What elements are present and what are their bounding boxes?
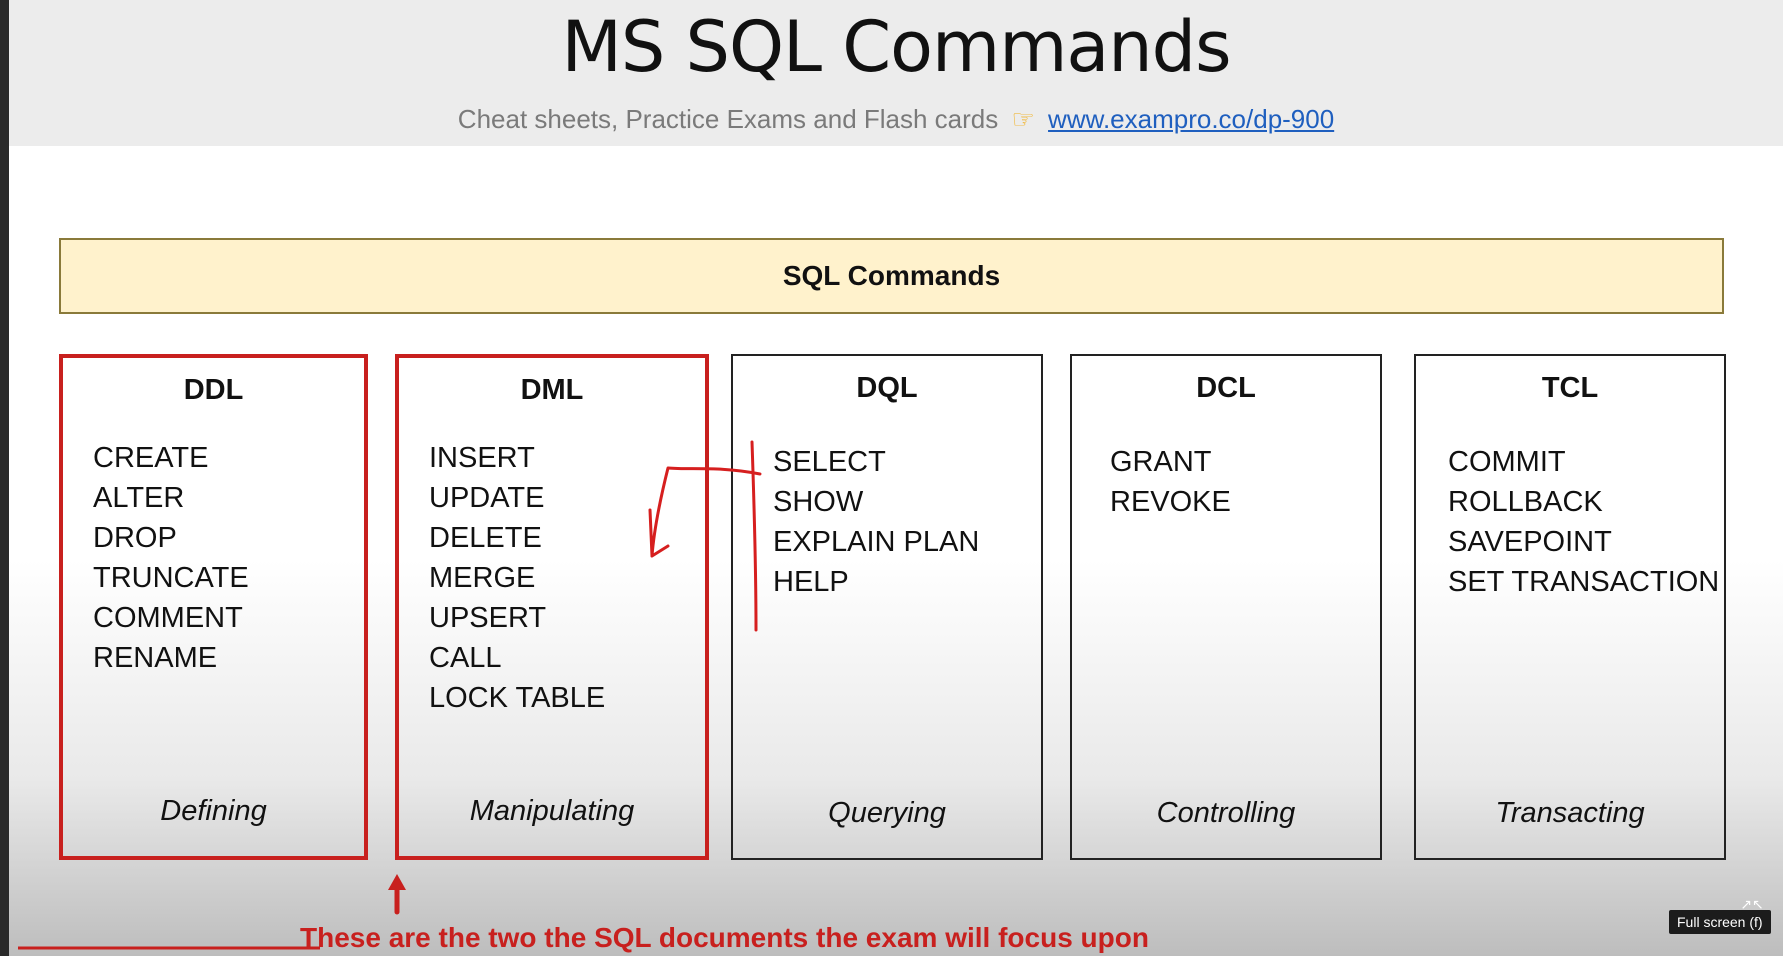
card-heading: DQL	[856, 372, 918, 404]
fullscreen-icon[interactable]: ↗↖	[1740, 897, 1764, 913]
card-footer: Manipulating	[469, 795, 635, 827]
subtitle-text: Cheat sheets, Practice Exams and Flash c…	[457, 104, 999, 134]
slide-title: MS SQL Commands	[561, 6, 1231, 88]
command-item: CALL	[429, 642, 502, 674]
command-item: COMMIT	[1448, 446, 1566, 478]
card-dcl: DCL GRANT REVOKE Controlling	[1070, 354, 1382, 860]
card-dql: DQL SELECT SHOW EXPLAIN PLAN HELP Queryi…	[731, 354, 1043, 860]
command-item: COMMENT	[93, 602, 243, 634]
card-dml: DML INSERT UPDATE DELETE MERGE UPSERT CA…	[395, 354, 709, 860]
command-item: ALTER	[93, 482, 185, 514]
command-item: SET TRANSACTION	[1448, 566, 1720, 598]
command-item: UPSERT	[429, 602, 547, 634]
card-footer: Controlling	[1156, 797, 1296, 829]
command-list: CREATE ALTER DROP TRUNCATE COMMENT RENAM…	[93, 438, 249, 678]
up-arrow-head	[388, 874, 406, 890]
command-item: MERGE	[429, 562, 536, 594]
slide-subtitle: Cheat sheets, Practice Exams and Flash c…	[9, 104, 1783, 135]
card-heading: DDL	[183, 374, 244, 406]
pointing-hand-icon: ☞	[1011, 104, 1035, 134]
command-list: SELECT SHOW EXPLAIN PLAN HELP	[773, 442, 979, 602]
card-heading: TCL	[1541, 372, 1599, 404]
slide-header: MS SQL Commands Cheat sheets, Practice E…	[9, 0, 1783, 146]
command-item: DROP	[93, 522, 177, 554]
command-item: CREATE	[93, 442, 209, 474]
command-item: GRANT	[1110, 446, 1212, 478]
command-item: RENAME	[93, 642, 218, 674]
command-list: COMMIT ROLLBACK SAVEPOINT SET TRANSACTIO…	[1448, 442, 1719, 602]
command-item: SAVEPOINT	[1448, 526, 1612, 558]
annotation-note: These are the two the SQL documents the …	[300, 922, 1149, 953]
command-item: UPDATE	[429, 482, 545, 514]
card-ddl: DDL CREATE ALTER DROP TRUNCATE COMMENT R…	[59, 354, 368, 860]
card-footer: Transacting	[1495, 797, 1645, 829]
card-footer: Querying	[828, 797, 946, 829]
command-item: EXPLAIN PLAN	[773, 526, 980, 558]
card-heading: DML	[520, 374, 584, 406]
command-item: TRUNCATE	[93, 562, 249, 594]
command-item: LOCK TABLE	[429, 682, 606, 714]
sql-commands-banner: SQL Commands	[59, 238, 1724, 314]
command-item: HELP	[773, 566, 849, 598]
card-footer: Defining	[160, 795, 267, 827]
command-item: DELETE	[429, 522, 542, 554]
card-tcl: TCL COMMIT ROLLBACK SAVEPOINT SET TRANSA…	[1414, 354, 1726, 860]
card-heading: DCL	[1196, 372, 1256, 404]
command-list: GRANT REVOKE	[1110, 442, 1231, 522]
left-edge-bar	[0, 0, 9, 956]
command-item: ROLLBACK	[1448, 486, 1603, 518]
command-item: SHOW	[773, 486, 864, 518]
command-item: REVOKE	[1110, 486, 1231, 518]
command-list: INSERT UPDATE DELETE MERGE UPSERT CALL L…	[429, 438, 605, 718]
command-item: SELECT	[773, 446, 886, 478]
command-item: INSERT	[429, 442, 535, 474]
exampro-link[interactable]: www.exampro.co/dp-900	[1048, 104, 1335, 134]
fullscreen-tooltip: Full screen (f)	[1669, 910, 1771, 934]
